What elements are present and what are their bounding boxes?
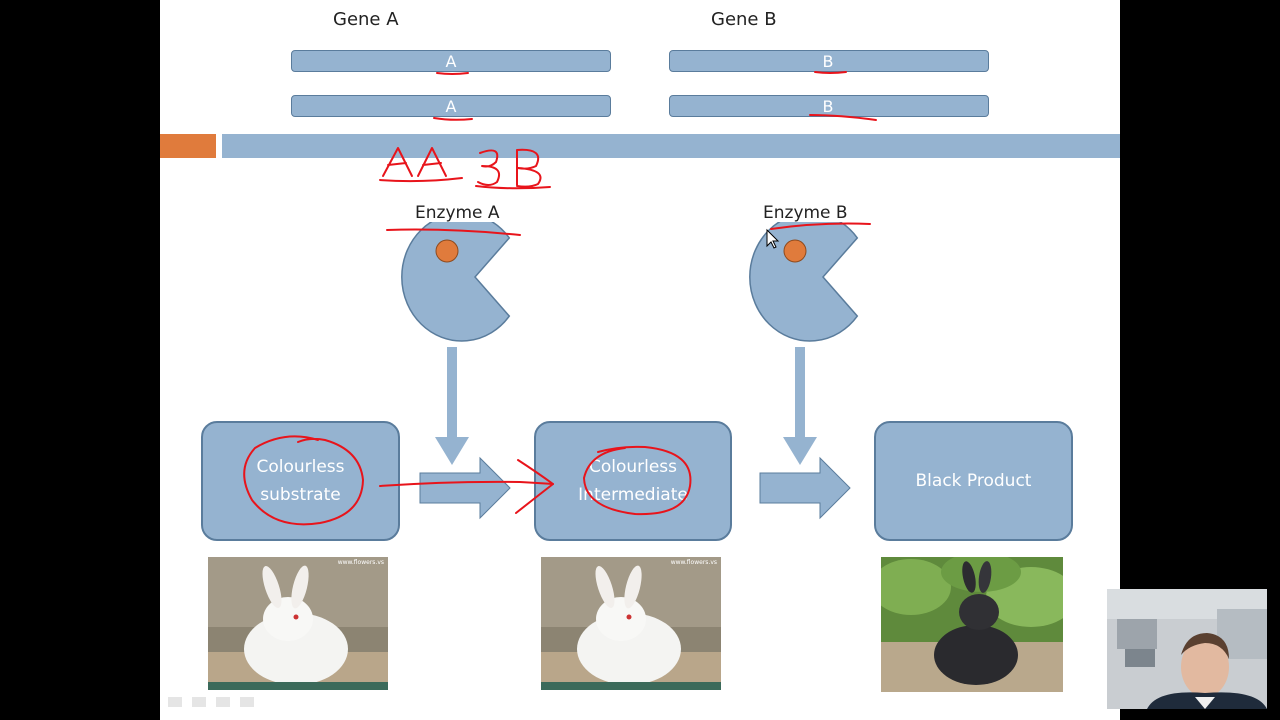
photo-watermark: www.flowers.vs [670,559,717,566]
active-site-icon [783,239,807,263]
arrow-right-icon [759,456,851,520]
product-label: Black Product [915,471,1032,491]
intermediate-label-line2: Intermediate [578,485,688,505]
active-site-icon [435,239,459,263]
accent-blue-banner [222,134,1120,158]
gene-b-title: Gene B [711,9,777,30]
gene-b-allele-bottom: B [822,97,834,116]
gene-a-allele-bottom: A [445,97,457,116]
gene-b-chromosome-top: B [669,50,989,72]
white-rabbit-photo-1: www.flowers.vs [208,557,388,690]
gene-a-allele-top: A [445,52,457,71]
slideshow-next-icon[interactable] [240,697,254,707]
arrow-down-icon [783,437,817,465]
product-box: Black Product [874,421,1073,541]
presenter-webcam [1107,589,1267,709]
gene-a-chromosome-bottom: A [291,95,611,117]
photo-watermark: www.flowers.vs [337,559,384,566]
slide: Gene A Gene B A A B B Enzyme A Enzyme B … [160,0,1120,720]
slideshow-menu-icon[interactable] [216,697,230,707]
enzyme-b-title: Enzyme B [763,203,848,223]
slideshow-pen-icon[interactable] [192,697,206,707]
accent-orange-block [160,134,216,158]
intermediate-box: Colourless Intermediate [534,421,732,541]
arrow-down-icon [435,437,469,465]
substrate-box: Colourless substrate [201,421,400,541]
substrate-label-line1: Colourless [256,457,345,477]
arrow-down-shaft [447,347,457,439]
gene-a-title: Gene A [333,9,399,30]
slideshow-back-icon[interactable] [168,697,182,707]
substrate-label-line2: substrate [260,485,341,505]
arrow-right-icon [419,456,511,520]
gene-a-chromosome-top: A [291,50,611,72]
pacman-icon [749,222,859,342]
white-rabbit-photo-2: www.flowers.vs [541,557,721,690]
enzyme-a-diagram [401,222,511,465]
pacman-icon [401,222,511,342]
arrow-down-shaft [795,347,805,439]
enzyme-b-diagram [749,222,859,465]
black-rabbit-photo [881,557,1063,692]
gene-b-chromosome-bottom: B [669,95,989,117]
intermediate-label-line1: Colourless [588,457,678,477]
enzyme-a-title: Enzyme A [415,203,500,223]
gene-b-allele-top: B [822,52,834,71]
